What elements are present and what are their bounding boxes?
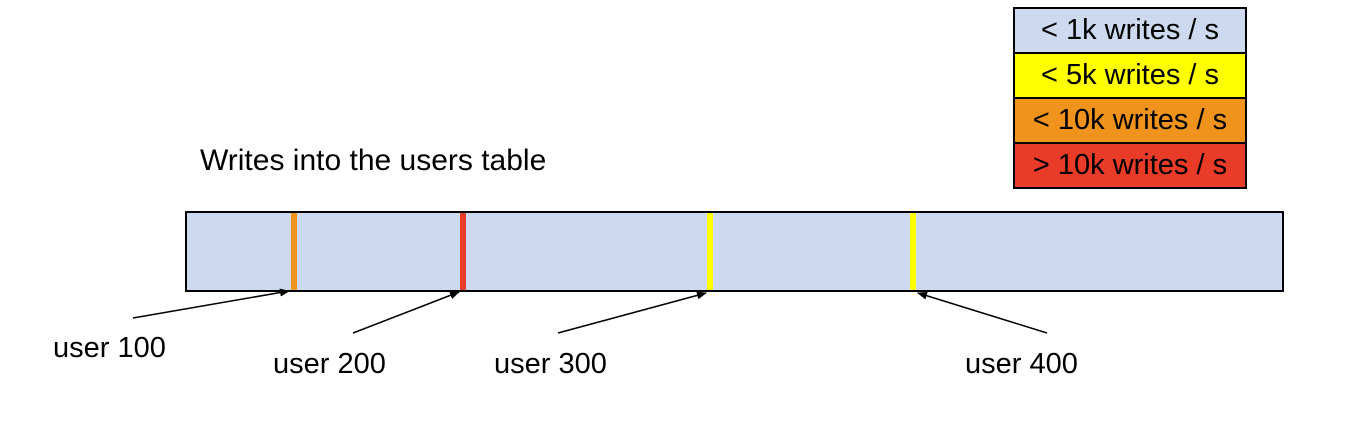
legend-item-label: > 10k writes / s xyxy=(1032,149,1228,181)
label-user-100: user 100 xyxy=(53,332,166,364)
legend-item-lt-10k: < 10k writes / s xyxy=(1013,97,1247,144)
label-user-300: user 300 xyxy=(494,348,607,380)
legend-item-label: < 5k writes / s xyxy=(1040,59,1220,91)
legend-item-lt-5k: < 5k writes / s xyxy=(1013,52,1247,99)
legend-item-label: < 1k writes / s xyxy=(1040,14,1220,46)
write-hotspot-user-200 xyxy=(459,213,466,290)
arrow-user-400 xyxy=(917,291,1048,334)
write-hotspot-user-100 xyxy=(291,213,298,290)
write-hotspot-user-400 xyxy=(909,213,916,290)
legend-item-label: < 10k writes / s xyxy=(1032,104,1228,136)
legend-item-gt-10k: > 10k writes / s xyxy=(1013,142,1247,189)
arrow-user-300 xyxy=(557,291,707,334)
diagram-title: Writes into the users table xyxy=(200,144,547,177)
write-hotspot-user-300 xyxy=(707,213,714,290)
arrow-user-200 xyxy=(352,291,460,334)
legend-item-lt-1k: < 1k writes / s xyxy=(1013,7,1247,54)
users-table-keyspace-bar xyxy=(185,211,1284,292)
label-user-200: user 200 xyxy=(273,348,386,380)
arrow-user-100 xyxy=(132,288,290,319)
legend: < 1k writes / s < 5k writes / s < 10k wr… xyxy=(1013,7,1247,189)
label-user-400: user 400 xyxy=(965,348,1078,380)
